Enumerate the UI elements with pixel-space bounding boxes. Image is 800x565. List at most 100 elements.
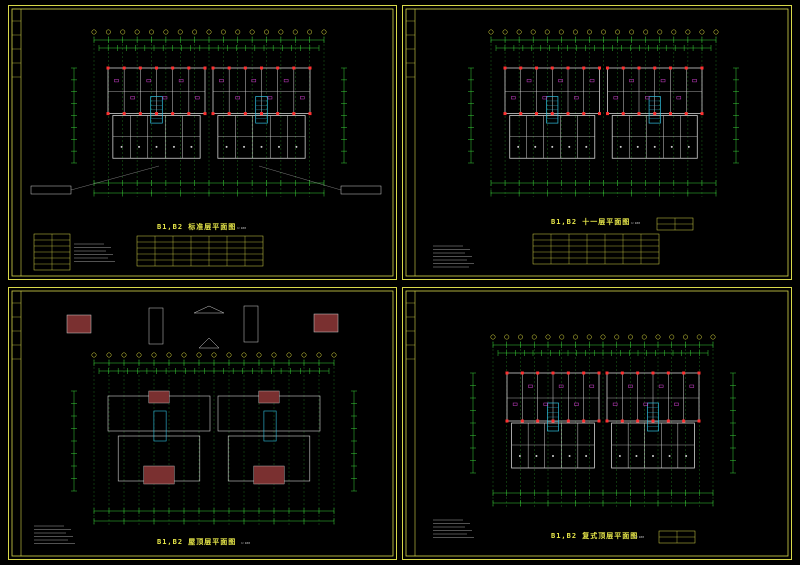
sheet-title: B1,B2 屋顶层平面图 [157, 538, 237, 546]
inner-border [11, 8, 394, 277]
sheet-scale: 1:100 [237, 226, 247, 230]
column [620, 371, 624, 375]
grid-axis-bubble [531, 334, 537, 340]
room-marker [618, 455, 621, 457]
roof-hatch [143, 465, 175, 485]
stair-core [153, 410, 167, 442]
grid-axis-bubble [292, 29, 298, 35]
drawing-sheet-roof-plan: B1,B2 屋顶层平面图 1:100 [8, 287, 397, 560]
room-marker [670, 145, 673, 148]
grid-axis-bubble [166, 352, 172, 358]
column [700, 66, 704, 70]
column [211, 112, 215, 116]
drawing-sheet-standard-floor: B1,B2 标准层平面图 1:100 [8, 5, 397, 280]
grid-axis-bubble [235, 29, 241, 35]
stair-core [263, 410, 277, 442]
room-tag [574, 402, 579, 406]
column [520, 419, 524, 423]
exterior-wall [509, 115, 596, 159]
room-marker [568, 145, 571, 148]
room-marker [635, 455, 638, 457]
column [700, 112, 704, 116]
column [669, 66, 672, 70]
grid-axis-bubble [614, 334, 620, 340]
section-detail [30, 185, 72, 195]
room-tag [558, 79, 563, 83]
grid-axis-bubble [249, 29, 255, 35]
sheet-title: B1,B2 标准层平面图 [157, 223, 237, 231]
grid-axis-bubble [530, 29, 536, 35]
inner-border [11, 290, 394, 557]
column [582, 66, 586, 70]
room-tag [114, 79, 119, 83]
exterior-wall [217, 115, 306, 159]
room-marker [155, 145, 158, 148]
room-tag [674, 402, 679, 406]
sheet-scale: 1:100 [635, 535, 645, 539]
column [260, 66, 263, 70]
roof-detail [66, 314, 92, 334]
room-tag [645, 96, 650, 100]
column [636, 419, 640, 423]
grid-axis-bubble [629, 29, 635, 35]
grid-axis-bubble [220, 29, 226, 35]
room-tag [267, 96, 273, 100]
exterior-wall [611, 422, 695, 469]
grid-axis-bubble [657, 29, 663, 35]
grid-axis-bubble [655, 334, 661, 340]
grid-axis-bubble [504, 334, 510, 340]
column [598, 112, 601, 116]
grid-axis-bubble [286, 352, 292, 358]
grid-axis-bubble [545, 334, 551, 340]
room-tag [660, 79, 666, 83]
column [171, 112, 175, 116]
column [187, 66, 191, 70]
stair-core [547, 402, 559, 432]
grid-axis-bubble [490, 334, 496, 340]
column [582, 112, 586, 116]
grid-axis-bubble [121, 352, 127, 358]
grid-axis-bubble [696, 334, 702, 340]
room-tag [558, 384, 564, 388]
room-marker [243, 145, 246, 148]
grid-axis-bubble [573, 334, 578, 340]
room-tag [146, 79, 152, 83]
room-tag [612, 402, 618, 406]
room-tag [511, 96, 516, 100]
grid-axis-bubble [181, 352, 187, 358]
column [606, 66, 609, 70]
grid-axis-bubble [628, 334, 633, 340]
roof-detail [193, 305, 225, 314]
column [155, 66, 158, 70]
grid-axis-bubble [586, 334, 592, 340]
column [566, 419, 570, 423]
grid-axis-bubble [196, 352, 202, 358]
cad-linework [405, 8, 789, 277]
column [566, 112, 570, 116]
grid-axis-bubble [713, 29, 719, 35]
column [308, 66, 312, 70]
column [566, 371, 570, 375]
column [597, 371, 601, 375]
column [106, 112, 110, 116]
column [155, 112, 158, 116]
column [636, 371, 640, 375]
column [203, 112, 207, 116]
grid-axis-bubble [641, 334, 647, 340]
grid-axis-bubble [226, 352, 232, 358]
exterior-wall [112, 115, 201, 159]
grid-axis-bubble [256, 352, 262, 358]
room-marker [619, 145, 622, 148]
room-tag [658, 384, 664, 388]
room-tag [692, 79, 697, 83]
grid-axis-bubble [685, 29, 691, 35]
column [620, 419, 624, 423]
room-tag [643, 402, 649, 406]
room-tag [589, 384, 595, 388]
grid-axis-bubble [586, 29, 592, 35]
room-marker [277, 145, 280, 148]
column [684, 112, 688, 116]
column [535, 112, 538, 116]
grid-axis-bubble [271, 352, 277, 358]
room-tag [235, 96, 240, 100]
